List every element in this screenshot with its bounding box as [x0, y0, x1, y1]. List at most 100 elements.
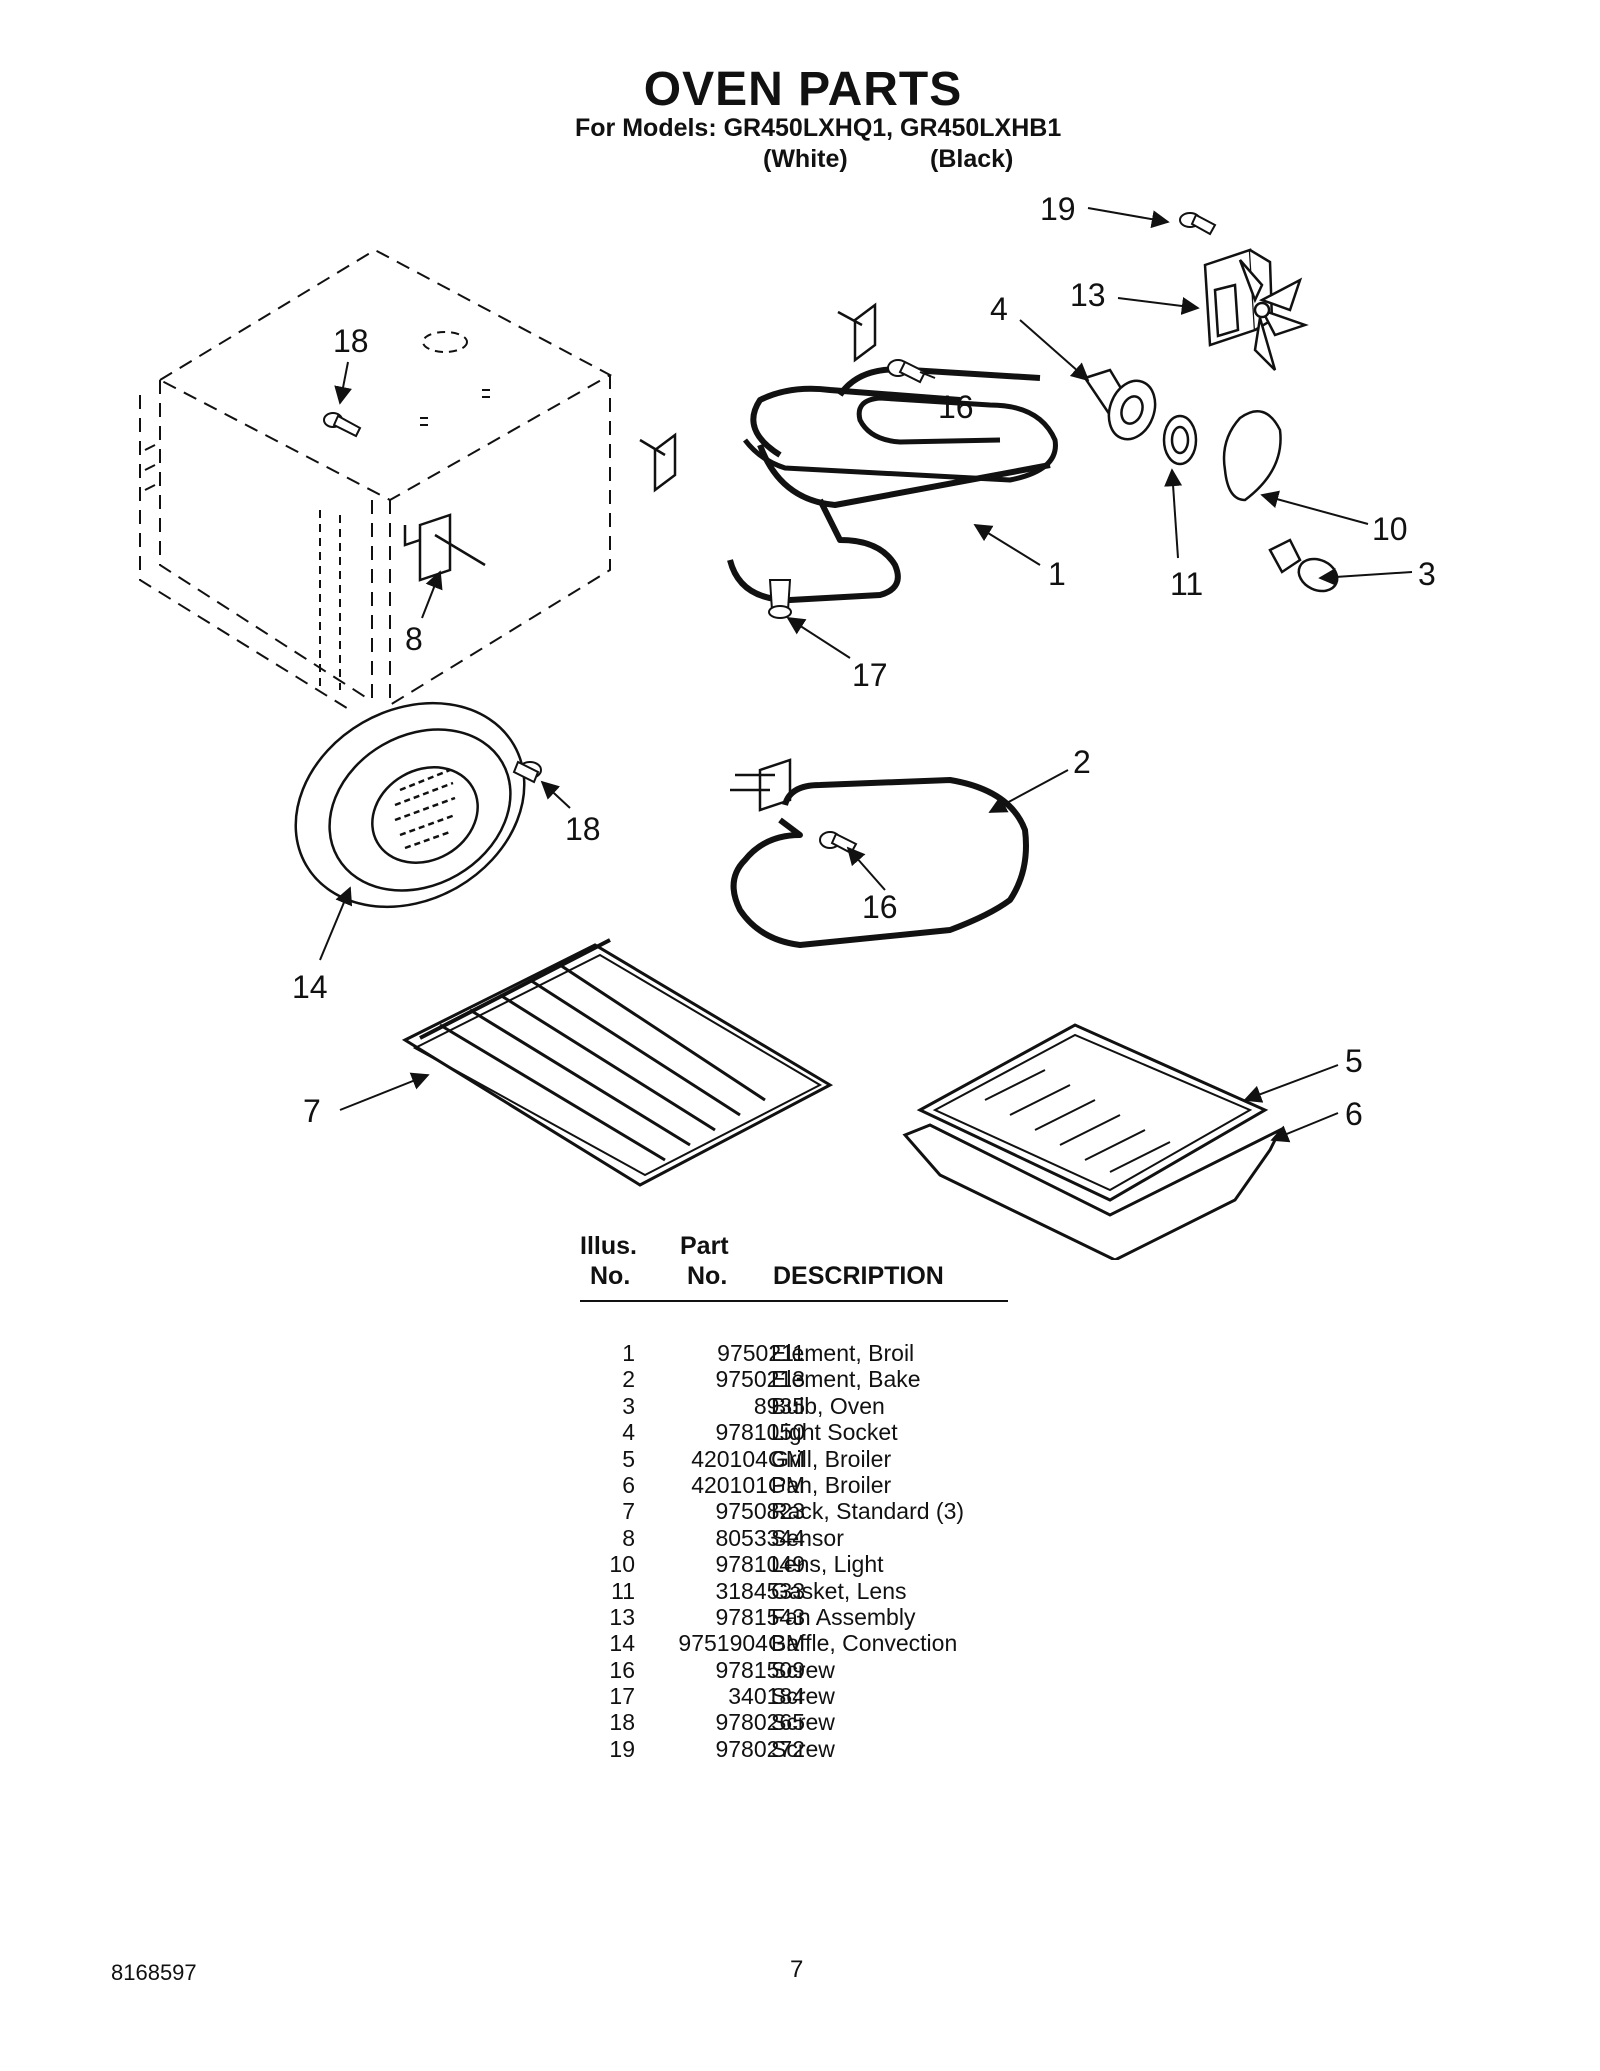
callout-13: 13 [1070, 277, 1106, 313]
part-no: 9751904GM [678, 1630, 805, 1657]
part-no: 340184 [728, 1683, 805, 1710]
illus-no: 5 [622, 1445, 635, 1472]
part-no: 9750823 [715, 1498, 805, 1525]
bake-element [730, 777, 1029, 948]
callout-7: 7 [303, 1093, 321, 1129]
description: Pan, Broiler [771, 1471, 892, 1498]
illus-no: 8 [622, 1524, 635, 1551]
oven-cavity-details [144, 331, 490, 690]
part-no: 9781543 [715, 1603, 805, 1630]
part-no: 8935 [753, 1392, 805, 1419]
illus-no: 18 [609, 1709, 635, 1736]
callout-10: 10 [1372, 511, 1408, 547]
part-no: 9780265 [715, 1709, 805, 1736]
callout-16-upper: 16 [938, 389, 974, 425]
callout-1: 1 [1048, 556, 1066, 592]
callout-arrows [319, 207, 1413, 1143]
part-no: 9780272 [715, 1735, 805, 1762]
document-number: 8168597 [111, 1960, 197, 1985]
broiler-pan [902, 1123, 1284, 1260]
part-no: 9781509 [715, 1656, 805, 1683]
description: Light Socket [771, 1419, 898, 1446]
illus-no: 7 [622, 1498, 635, 1525]
header-illus-line1: Illus. [580, 1232, 637, 1260]
callout-16-lower: 16 [862, 889, 898, 925]
illus-no: 19 [609, 1735, 635, 1762]
illus-no: 13 [609, 1603, 635, 1630]
part-no: 420101GM [691, 1471, 805, 1498]
illus-no: 4 [622, 1419, 635, 1446]
header-part-line1: Part [680, 1232, 729, 1260]
light-socket [1083, 368, 1157, 441]
description: Screw [771, 1656, 835, 1683]
illus-no: 10 [609, 1551, 635, 1578]
illus-no: 1 [622, 1340, 635, 1366]
description: Fan Assembly [771, 1603, 916, 1630]
fan-assembly [1203, 248, 1309, 371]
color-white-label: (White) [763, 145, 848, 173]
header-illus-line2: No. [590, 1262, 631, 1290]
illus-no: 6 [622, 1471, 635, 1498]
leader-16-upper [919, 371, 936, 379]
callout-8: 8 [405, 621, 423, 657]
description: Bulb, Oven [771, 1392, 885, 1419]
bake-element-terminal [730, 758, 792, 812]
exploded-parts-diagram: 19 13 4 18 16 1 11 10 3 8 17 2 18 16 14 … [139, 191, 1436, 1260]
callout-6: 6 [1345, 1096, 1363, 1132]
screw-19 [1179, 212, 1217, 236]
description: Element, Broil [771, 1340, 915, 1366]
part-no: 8053344 [715, 1524, 805, 1551]
callout-2: 2 [1073, 744, 1091, 780]
description: Screw [771, 1735, 835, 1762]
callout-14: 14 [292, 969, 328, 1005]
screw-18-upper [323, 412, 362, 438]
illus-no: 16 [609, 1656, 635, 1683]
callout-17: 17 [852, 657, 888, 693]
callout-18-upper: 18 [333, 323, 369, 359]
oven-cavity-dashed [139, 248, 613, 711]
callout-5: 5 [1345, 1043, 1363, 1079]
header-description: DESCRIPTION [773, 1262, 944, 1290]
description: Baffle, Convection [771, 1630, 958, 1657]
screw-18-lower [512, 760, 542, 784]
screw-16-upper [887, 359, 927, 384]
models-line: For Models: GR450LXHQ1, GR450LXHB1 [575, 114, 1062, 142]
illus-no: 2 [622, 1366, 635, 1393]
description: Grill, Broiler [771, 1445, 892, 1472]
part-no: 420104GM [691, 1445, 805, 1472]
table-header-rule [580, 1300, 1008, 1302]
description: Screw [771, 1709, 835, 1736]
broil-element [727, 366, 1058, 603]
part-no: 9781050 [715, 1419, 805, 1446]
illus-no: 14 [609, 1630, 635, 1657]
illus-no: 17 [609, 1683, 635, 1710]
broiler-grill [916, 1023, 1269, 1202]
part-no: 9750211 [717, 1340, 805, 1366]
callout-11: 11 [1170, 566, 1203, 602]
broil-element-terminal [639, 302, 877, 493]
light-lens [1222, 410, 1282, 502]
part-no: 3184533 [715, 1577, 805, 1604]
convection-baffle [294, 701, 526, 909]
header-part-line2: No. [687, 1262, 728, 1290]
part-no: 9750213 [715, 1366, 805, 1393]
page-number: 7 [790, 1956, 804, 1983]
description: Screw [771, 1683, 835, 1710]
part-no: 9781049 [715, 1551, 805, 1578]
callout-19: 19 [1040, 191, 1076, 227]
description: Rack, Standard (3) [771, 1498, 965, 1525]
